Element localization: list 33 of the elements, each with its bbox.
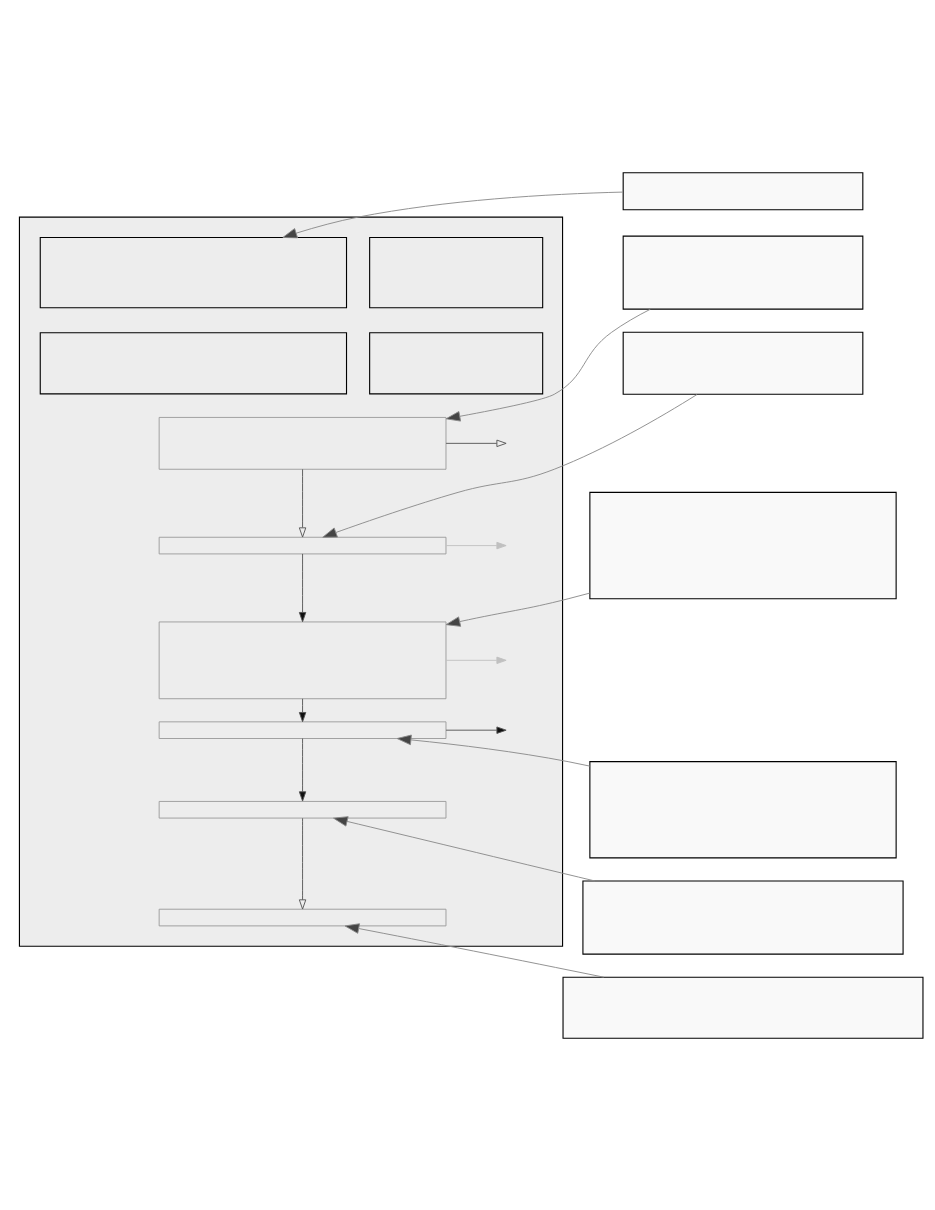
arrow [445,308,651,422]
arrow [445,541,507,549]
node-box [158,720,447,739]
node-box [158,908,447,926]
arrow [298,468,307,538]
node-box [622,171,864,210]
arrow [298,697,307,722]
arrow [445,656,507,664]
node-box [158,800,447,819]
node-box [589,491,897,599]
arrow [298,552,307,622]
node-box [39,331,348,394]
node-box [622,235,864,310]
node-box [158,416,447,470]
node-box [562,976,924,1039]
arrow [282,191,624,238]
node-box [589,760,897,858]
arrow [298,737,307,802]
arrow [322,393,698,538]
arrow [298,817,307,910]
arrow [445,592,591,627]
node-box [369,331,544,394]
node-box [622,331,864,395]
node-box [369,236,544,308]
node-box [158,620,447,699]
arrow [445,725,507,734]
node-box [39,236,348,308]
arrow [445,439,507,447]
arrow [333,815,596,881]
arrow [344,922,605,978]
node-box [158,536,447,554]
arrow [396,734,591,767]
node-box [582,879,904,955]
